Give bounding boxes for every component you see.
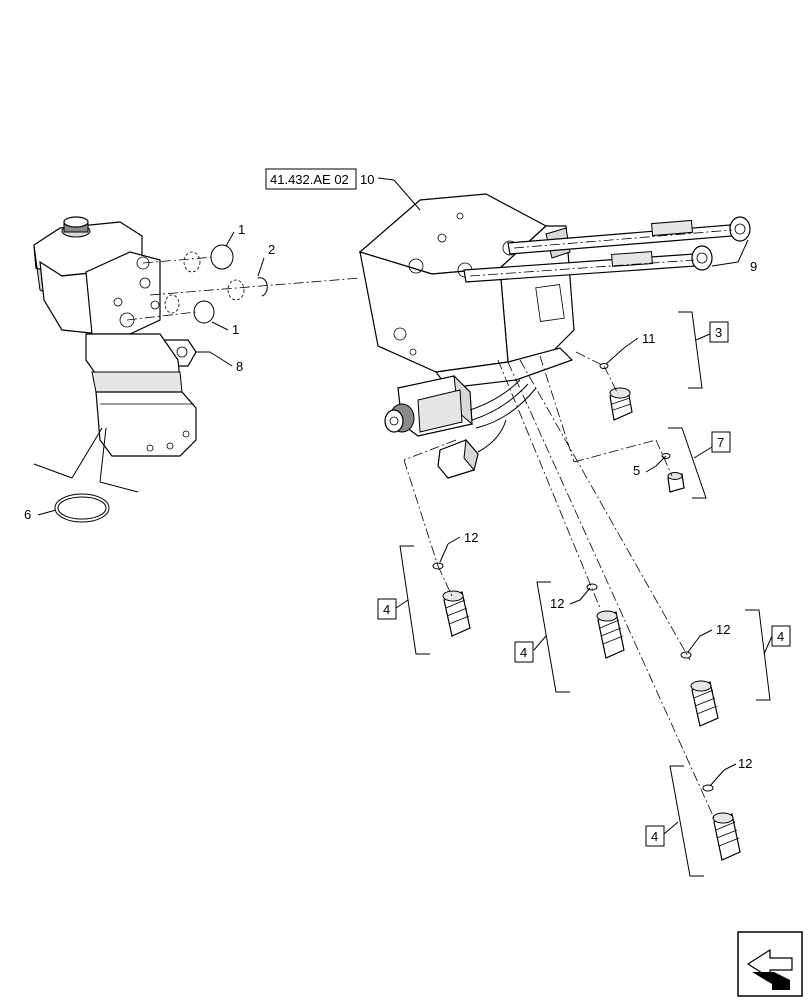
- fitting-upper-3: [599, 363, 633, 421]
- valve-block: [358, 193, 575, 479]
- callout-3: 3: [715, 325, 722, 340]
- callout-10: 10: [360, 172, 374, 187]
- o-ring-lower: [193, 300, 215, 324]
- callout-1-upper: 1: [238, 222, 245, 237]
- callout-4-b: 4: [520, 645, 527, 660]
- next-arrow-icon[interactable]: [737, 931, 803, 997]
- o-ring-large: [54, 493, 110, 523]
- callout-4-d: 4: [651, 829, 658, 844]
- callout-5: 5: [633, 463, 640, 478]
- snap-ring: [257, 277, 268, 297]
- callout-7: 7: [717, 435, 724, 450]
- callout-8: 8: [236, 359, 243, 374]
- o-ring-upper: [210, 244, 234, 270]
- brackets: [395, 311, 773, 877]
- callout-11: 11: [642, 331, 656, 346]
- callout-12-a: 12: [464, 530, 478, 545]
- callout-4-a: 4: [383, 602, 390, 617]
- fitting-4c: [680, 651, 719, 727]
- fitting-4b: [586, 583, 625, 659]
- callout-12-b: 12: [550, 596, 564, 611]
- fitting-4d: [702, 784, 741, 861]
- callout-2: 2: [268, 242, 275, 257]
- steering-motor: [33, 216, 197, 493]
- fitting-5: [661, 453, 685, 493]
- callout-6: 6: [24, 507, 31, 522]
- callout-12-d: 12: [738, 756, 752, 771]
- fitting-4a: [432, 562, 471, 637]
- callout-9: 9: [750, 259, 757, 274]
- callout-1-lower: 1: [232, 322, 239, 337]
- callout-leaders: [37, 231, 737, 787]
- reference-code-label[interactable]: 41.432.AE 02: [270, 172, 349, 187]
- callout-4-c: 4: [777, 629, 784, 644]
- callout-12-c: 12: [716, 622, 730, 637]
